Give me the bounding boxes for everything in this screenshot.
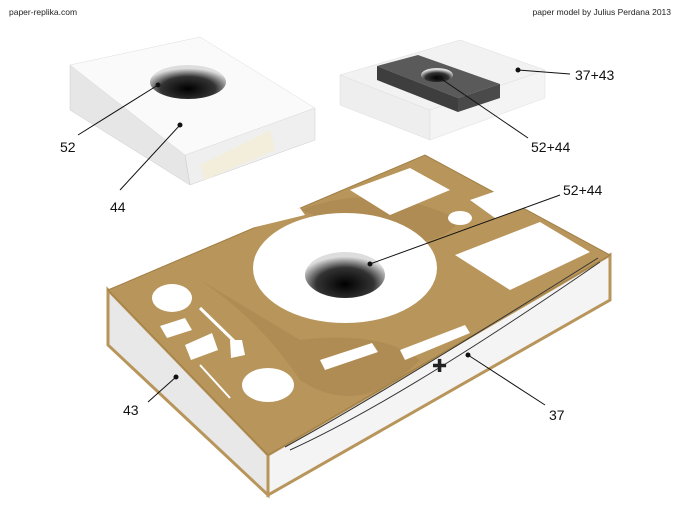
label-52-44-main: 52+44 bbox=[563, 182, 603, 198]
label-37: 37 bbox=[549, 407, 565, 423]
main-box-part: ✚ bbox=[106, 154, 612, 499]
label-44: 44 bbox=[110, 199, 126, 215]
label-37-43: 37+43 bbox=[575, 67, 615, 83]
svg-text:✚: ✚ bbox=[432, 356, 447, 377]
label-43: 43 bbox=[123, 402, 139, 418]
leader-lines bbox=[77, 67, 571, 406]
site-name: paper-replika.com bbox=[9, 7, 78, 17]
clear-box-part bbox=[339, 39, 546, 141]
white-box-part bbox=[69, 36, 316, 186]
label-52: 52 bbox=[60, 139, 76, 155]
main-hole bbox=[305, 252, 385, 298]
credit-text: paper model by Julius Perdana 2013 bbox=[532, 7, 671, 17]
label-52-44-top: 52+44 bbox=[531, 139, 571, 155]
white-box-hole bbox=[150, 65, 226, 99]
